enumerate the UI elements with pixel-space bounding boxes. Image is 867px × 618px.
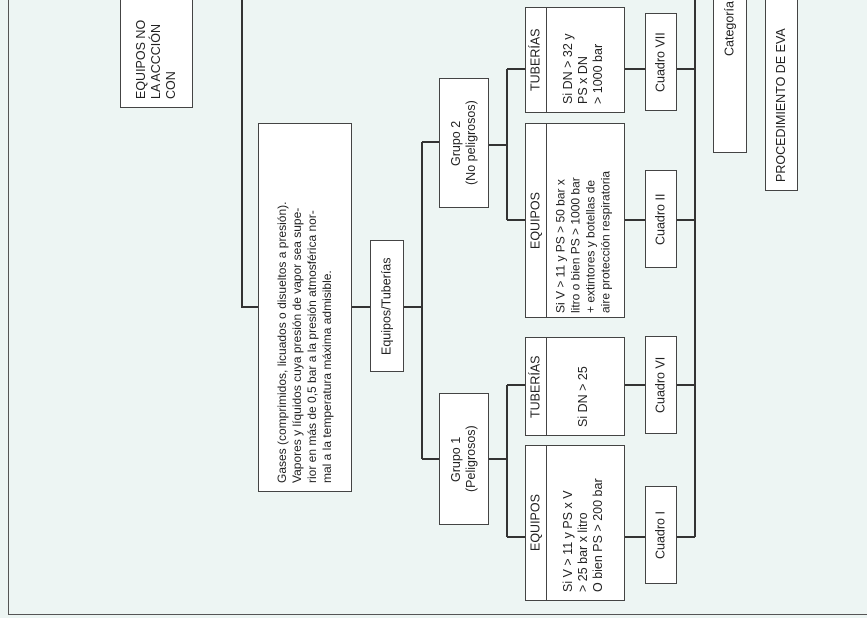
group-2-tuberias-title: TUBERÍAS — [526, 8, 547, 112]
type-box: Equipos/Tuberías — [370, 240, 404, 372]
group-1-equipos-box: EQUIPOS Si V > 11 y PS x V > 25 bar x li… — [525, 445, 625, 601]
cuadro-vi-label: Cuadro VI — [653, 356, 668, 414]
category-box: Categoría — [713, 0, 747, 153]
group-1-tuberias-title: TUBERÍAS — [526, 338, 547, 435]
cuadro-i-box: Cuadro I — [645, 486, 677, 584]
group-1-equipos-title: EQUIPOS — [526, 446, 547, 600]
group-1-tuberias-box: TUBERÍAS Si DN > 25 — [525, 337, 625, 436]
group-1-equipos-text: Si V > 11 y PS x V > 25 bar x litro O bi… — [561, 478, 605, 592]
group-1-label: Grupo 1 (Peligrosos) — [449, 425, 478, 493]
group-2-label: Grupo 2 (No peligrosos) — [449, 100, 478, 186]
cuadro-vii-label: Cuadro VII — [653, 32, 668, 92]
procedure-text: PROCEDIMIENTO DE EVA — [774, 28, 788, 182]
group-2-box: Grupo 2 (No peligrosos) — [439, 78, 489, 208]
cuadro-vii-box: Cuadro VII — [645, 13, 677, 111]
cuadro-ii-box: Cuadro II — [645, 170, 677, 268]
group-2-equipos-title: EQUIPOS — [526, 124, 547, 317]
excluded-equipment-text: EQUIPOS NO LA ACCCIÓN CON — [134, 19, 178, 99]
fluid-definition-text: Gases (comprimidos, licuados o disueltos… — [275, 201, 334, 483]
group-1-tuberias-text: Si DN > 25 — [576, 366, 590, 427]
cuadro-i-label: Cuadro I — [653, 511, 668, 559]
excluded-equipment-box: EQUIPOS NO LA ACCCIÓN CON — [120, 0, 193, 108]
group-2-tuberias-box: TUBERÍAS Si DN > 32 y PS x DN > 1000 bar — [525, 7, 625, 113]
cuadro-ii-label: Cuadro II — [653, 193, 668, 245]
procedure-box: PROCEDIMIENTO DE EVA — [765, 0, 798, 191]
fluid-definition-box: Gases (comprimidos, licuados o disueltos… — [258, 123, 352, 492]
type-text: Equipos/Tuberías — [379, 257, 394, 355]
group-2-tuberias-text: Si DN > 32 y PS x DN > 1000 bar — [561, 33, 605, 104]
group-1-box: Grupo 1 (Peligrosos) — [439, 393, 489, 525]
group-2-equipos-box: EQUIPOS Si V > 11 y PS > 50 bar x litro … — [525, 123, 625, 318]
cuadro-vi-box: Cuadro VI — [645, 336, 677, 434]
group-2-equipos-text: Si V > 11 y PS > 50 bar x litro o bien P… — [553, 170, 613, 313]
category-text: Categoría — [722, 1, 737, 56]
diagram-frame — [8, 0, 867, 615]
